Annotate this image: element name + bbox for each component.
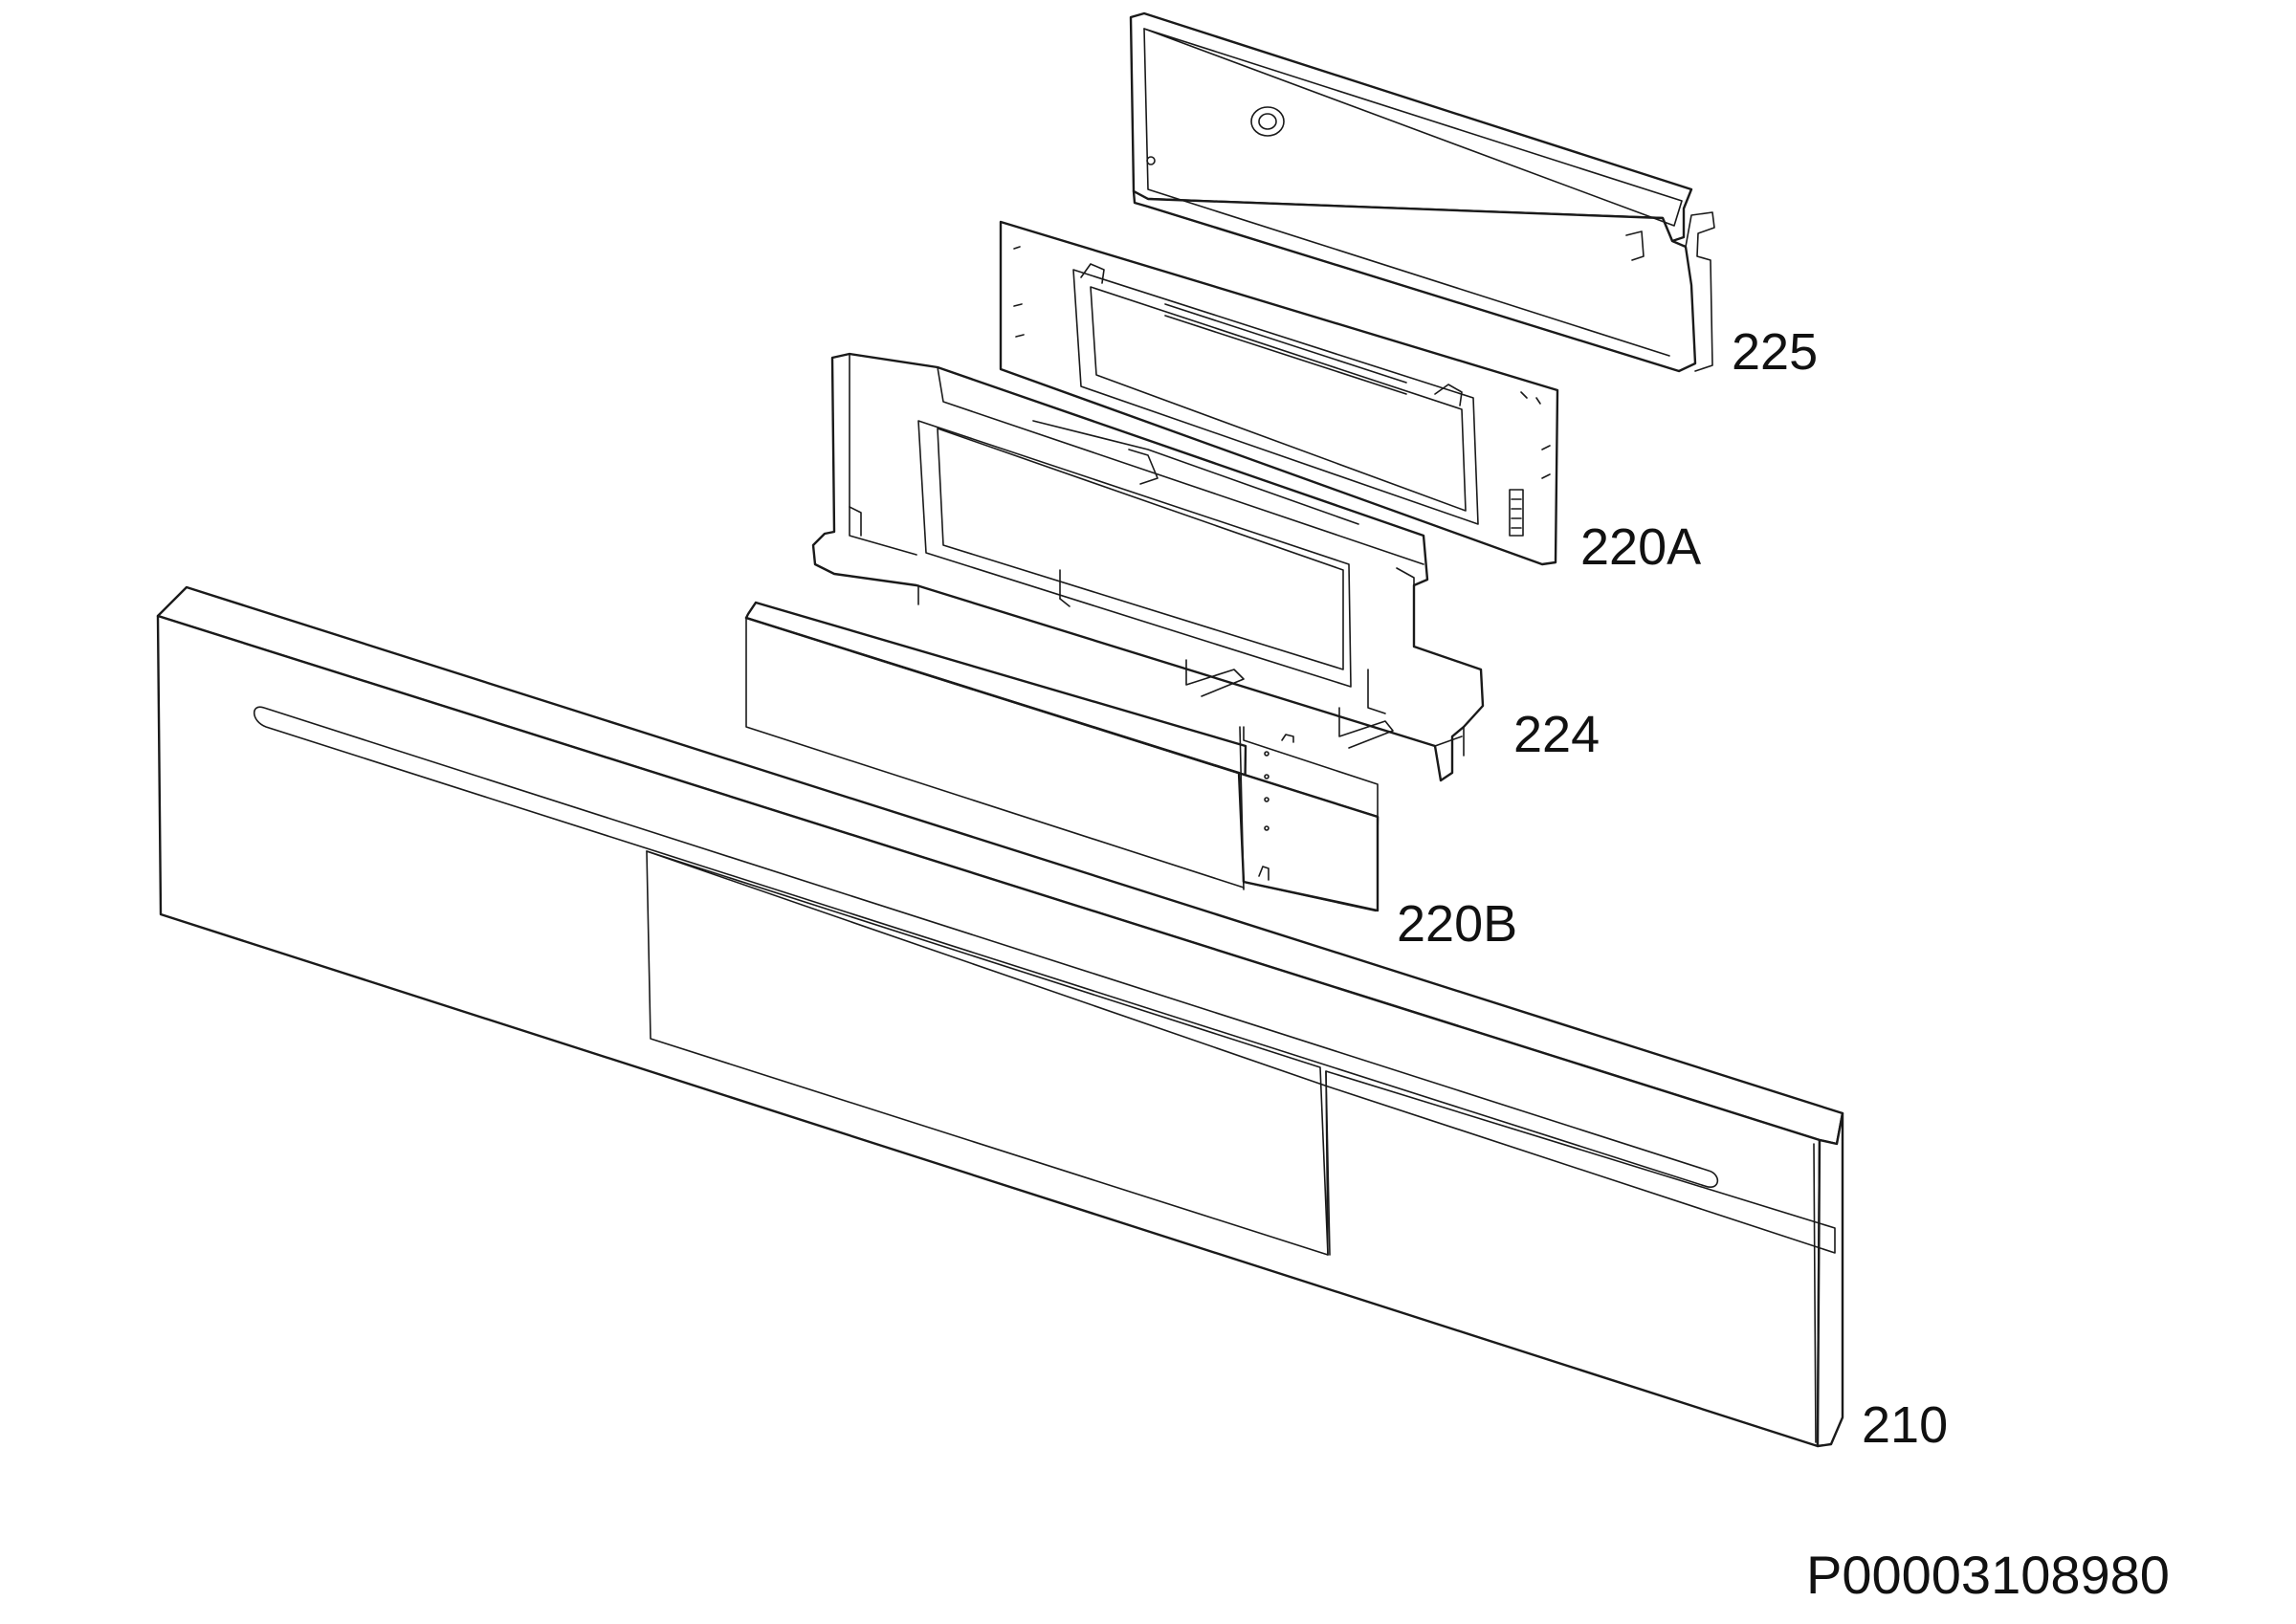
reference-code: P00003108980 — [1806, 1545, 2170, 1605]
part-225-rear-cover — [1129, 11, 1715, 373]
part-220a-control-board — [999, 220, 1559, 566]
callout-225: 225 — [1732, 323, 1818, 381]
part-210-front-fascia — [156, 585, 1844, 1448]
callout-220b: 220B — [1397, 895, 1517, 953]
callout-220a: 220A — [1580, 518, 1701, 576]
part-224-display-frame — [811, 352, 1485, 782]
callout-210: 210 — [1862, 1396, 1948, 1454]
callout-224: 224 — [1513, 706, 1600, 763]
part-220b-display-panel — [744, 601, 1380, 912]
